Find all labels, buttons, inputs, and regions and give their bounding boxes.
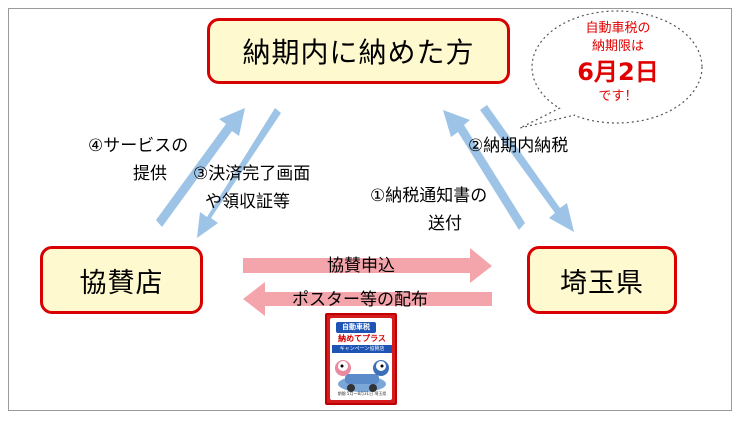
- callout-date: 6月2日: [577, 58, 659, 86]
- label-payment-2: や領収証等: [205, 192, 290, 212]
- label-notice-1: ①納税通知書の: [370, 186, 488, 206]
- node-sponsor-store: 協賛店: [40, 246, 203, 314]
- sticker-period: 期間 5月〜8月31日 埼玉県: [337, 391, 387, 396]
- arrow-poster-left: [243, 282, 492, 316]
- speech-bubble: [531, 10, 703, 124]
- campaign-sticker: 自動車税 納めてプラス キャンペーン協賛店 期間 5月〜8月31日 埼玉県: [325, 313, 397, 405]
- label-poster-distribution: ポスター等の配布: [292, 290, 428, 310]
- node-taxpayer: 納期内に納めた方: [207, 18, 510, 84]
- sticker-mascot-car-icon: [335, 360, 389, 392]
- label-service-2: 提供: [133, 164, 167, 184]
- arrow-notice-down: [480, 105, 574, 232]
- label-service-1: ④サービスの: [88, 136, 189, 156]
- label-sponsor-apply: 協賛申込: [327, 256, 395, 276]
- sticker-inner: 自動車税 納めてプラス キャンペーン協賛店 期間 5月〜8月31日 埼玉県: [330, 318, 392, 400]
- sticker-subtitle: 納めてプラス: [338, 334, 386, 343]
- label-payment-1: ③決済完了画面: [193, 164, 311, 184]
- deadline-callout: 自動車税の 納期限は 6月2日 です！: [548, 20, 688, 106]
- callout-line-4: です！: [598, 89, 638, 104]
- label-tax-on-time: ②納期内納税: [468, 136, 569, 156]
- arrow-sponsor-right: [243, 248, 492, 283]
- arrow-receipt-down: [197, 108, 281, 238]
- node-saitama-prefecture: 埼玉県: [527, 246, 677, 314]
- speech-bubble-tail: [519, 107, 576, 129]
- callout-line-1: 自動車税の: [585, 21, 651, 36]
- label-notice-2: 送付: [428, 214, 462, 234]
- arrow-tax-up: [443, 110, 525, 230]
- sticker-campaign: キャンペーン協賛店: [332, 345, 392, 353]
- callout-line-2: 納期限は: [591, 39, 644, 54]
- arrow-service-up: [156, 108, 245, 227]
- sticker-title: 自動車税: [336, 322, 376, 333]
